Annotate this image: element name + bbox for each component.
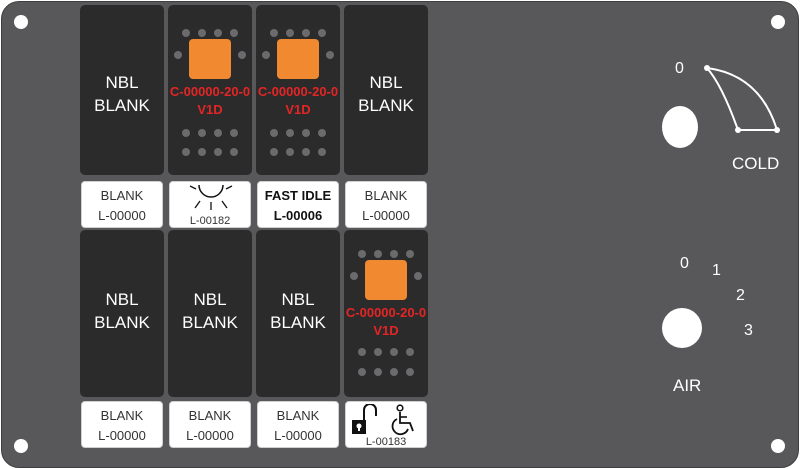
switch-line2: BLANK xyxy=(182,313,238,332)
cold-dial-range xyxy=(704,65,780,133)
led-dots xyxy=(168,51,252,59)
label-line2: L-00000 xyxy=(362,208,410,223)
switch-text: NBL BLANK xyxy=(80,288,164,334)
label-bottom-4: L-00183 xyxy=(345,401,427,448)
air-pos-0: 0 xyxy=(680,255,689,272)
switch-top-3[interactable]: C-00000-20-0V1D xyxy=(256,5,340,175)
label-top-3: FAST IDLE L-00006 xyxy=(257,181,339,228)
label-bottom-3: BLANK L-00000 xyxy=(257,401,339,448)
switch-line2: BLANK xyxy=(358,96,414,115)
switch-bottom-1[interactable]: NBL BLANK xyxy=(80,230,164,397)
led-dots xyxy=(256,29,340,37)
led-dots xyxy=(256,148,340,156)
air-pos-1: 1 xyxy=(712,262,721,279)
switch-bottom-3[interactable]: NBL BLANK xyxy=(256,230,340,397)
switch-bottom-2[interactable]: NBL BLANK xyxy=(168,230,252,397)
indicator-lamp xyxy=(277,39,319,79)
light-icon xyxy=(189,184,233,210)
label-line1: BLANK xyxy=(188,408,232,423)
indicator-lamp xyxy=(189,39,231,79)
label-code: L-00183 xyxy=(365,436,407,448)
switch-line1: NBL xyxy=(105,290,139,309)
switch-top-2[interactable]: C-00000-20-0V1D xyxy=(168,5,252,175)
unlock-icon xyxy=(352,404,377,434)
switch-top-1[interactable]: NBL BLANK xyxy=(80,5,164,175)
air-pos-3: 3 xyxy=(744,322,753,339)
switch-text: NBL BLANK xyxy=(80,71,164,117)
label-line2: L-00006 xyxy=(273,208,323,223)
label-line2: L-00000 xyxy=(274,428,322,443)
label-top-4: BLANK L-00000 xyxy=(345,181,427,228)
switch-text: NBL BLANK xyxy=(168,288,252,334)
label-top-1: BLANK L-00000 xyxy=(81,181,163,228)
switch-line1: NBL xyxy=(105,73,139,92)
switch-line2: BLANK xyxy=(94,96,150,115)
cold-dial-zero: 0 xyxy=(675,60,684,77)
led-dots xyxy=(256,51,340,59)
indicator-lamp xyxy=(365,260,407,300)
switch-top-4[interactable]: NBL BLANK xyxy=(344,5,428,175)
part-code: C-00000-20-0V1D xyxy=(257,84,339,117)
part-code: C-00000-20-0V1D xyxy=(345,305,427,338)
led-dots xyxy=(256,129,340,137)
led-dots xyxy=(344,368,428,376)
label-line1: BLANK xyxy=(100,188,144,203)
label-line2: L-00000 xyxy=(186,428,234,443)
led-dots xyxy=(168,29,252,37)
switch-text: NBL BLANK xyxy=(344,71,428,117)
switch-line1: NBL xyxy=(281,290,315,309)
air-pos-2: 2 xyxy=(736,287,745,304)
mount-hole xyxy=(771,15,785,29)
label-code: L-00182 xyxy=(189,215,231,227)
led-dots xyxy=(168,129,252,137)
label-line1: BLANK xyxy=(100,408,144,423)
wheelchair-icon xyxy=(391,404,414,436)
switch-bottom-4[interactable]: C-00000-20-0V1D xyxy=(344,230,428,397)
led-dots xyxy=(344,272,428,280)
label-top-2: L-00182 xyxy=(169,181,251,228)
led-dots xyxy=(344,250,428,258)
air-dial-label: AIR xyxy=(673,376,702,395)
switch-line2: BLANK xyxy=(94,313,150,332)
led-dots xyxy=(168,148,252,156)
label-line1: BLANK xyxy=(364,188,408,203)
mount-hole xyxy=(14,439,28,453)
cold-dial-label: COLD xyxy=(732,154,780,173)
label-line2: L-00000 xyxy=(98,428,146,443)
air-knob[interactable] xyxy=(662,308,702,348)
mount-hole xyxy=(14,15,28,29)
switch-line1: NBL xyxy=(369,73,403,92)
label-bottom-1: BLANK L-00000 xyxy=(81,401,163,448)
switch-text: NBL BLANK xyxy=(256,288,340,334)
switch-line2: BLANK xyxy=(270,313,326,332)
led-dots xyxy=(344,348,428,356)
label-line1: BLANK xyxy=(276,408,320,423)
mount-hole xyxy=(771,439,785,453)
cold-knob[interactable] xyxy=(662,106,698,148)
part-code: C-00000-20-0V1D xyxy=(169,84,251,117)
label-bottom-2: BLANK L-00000 xyxy=(169,401,251,448)
switch-line1: NBL xyxy=(193,290,227,309)
label-line2: L-00000 xyxy=(98,208,146,223)
label-line1: FAST IDLE xyxy=(264,188,332,203)
